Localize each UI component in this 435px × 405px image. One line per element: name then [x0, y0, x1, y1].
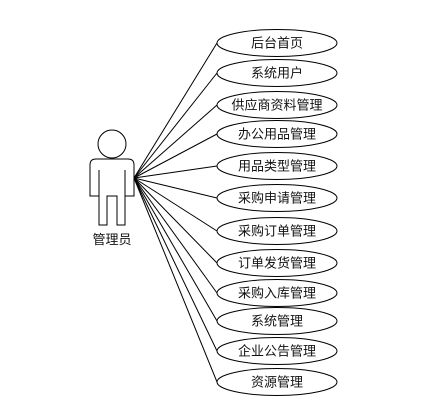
use-case-ellipse	[216, 279, 338, 307]
use-case-label: 用品类型管理	[238, 160, 316, 175]
use-case: 采购申请管理	[216, 184, 338, 212]
use-case-ellipse	[216, 337, 338, 365]
use-case-ellipse	[216, 120, 338, 148]
use-case: 系统管理	[216, 307, 338, 335]
use-case: 订单发货管理	[216, 249, 338, 277]
use-case: 用品类型管理	[216, 152, 338, 180]
use-case-label: 办公用品管理	[238, 128, 316, 143]
association-line	[133, 177, 218, 294]
association-line	[133, 104, 218, 179]
use-case-ellipse	[216, 368, 338, 396]
association-line	[133, 133, 218, 179]
use-case: 企业公告管理	[216, 337, 338, 365]
use-case-label: 企业公告管理	[238, 344, 316, 360]
use-case-label: 资源管理	[251, 376, 303, 391]
association-line	[133, 177, 218, 383]
use-case-label: 采购入库管理	[238, 286, 316, 302]
use-case: 办公用品管理	[216, 120, 338, 148]
use-case-label: 订单发货管理	[238, 256, 316, 272]
use-case-ellipse	[216, 152, 338, 180]
use-case-label: 采购订单管理	[238, 224, 316, 240]
use-case: 采购入库管理	[216, 279, 338, 307]
actor-figure: 管理员	[89, 129, 135, 248]
association-line	[133, 42, 218, 179]
use-case-label: 供应商资料管理	[231, 98, 322, 114]
association-lines	[133, 42, 218, 383]
use-case-label: 系统管理	[251, 315, 303, 330]
use-case: 供应商资料管理	[216, 91, 338, 119]
use-case-label: 采购申请管理	[238, 191, 316, 207]
association-line	[133, 177, 218, 232]
use-case-label: 后台首页	[251, 37, 303, 52]
actor-label: 管理员	[92, 233, 131, 248]
actor-body	[89, 158, 135, 226]
use-case-ellipse	[216, 29, 338, 57]
use-case-label: 系统用户	[251, 66, 303, 82]
use-case-ellipse	[216, 307, 338, 335]
association-line	[133, 165, 218, 179]
association-line	[133, 177, 218, 264]
use-case: 资源管理	[216, 368, 338, 396]
actor-head	[97, 129, 127, 159]
association-line	[133, 177, 218, 322]
use-case-ellipse	[216, 91, 338, 119]
use-case-ellipse	[216, 184, 338, 212]
use-case: 采购订单管理	[216, 217, 338, 245]
use-case-ellipse	[216, 59, 338, 87]
use-case-list: 后台首页系统用户供应商资料管理办公用品管理用品类型管理采购申请管理采购订单管理订…	[216, 29, 338, 396]
use-case-ellipse	[216, 217, 338, 245]
association-line	[133, 72, 218, 179]
association-line	[133, 177, 218, 352]
use-case-ellipse	[216, 249, 338, 277]
use-case: 系统用户	[216, 59, 338, 87]
association-line	[133, 177, 218, 199]
use-case: 后台首页	[216, 29, 338, 57]
